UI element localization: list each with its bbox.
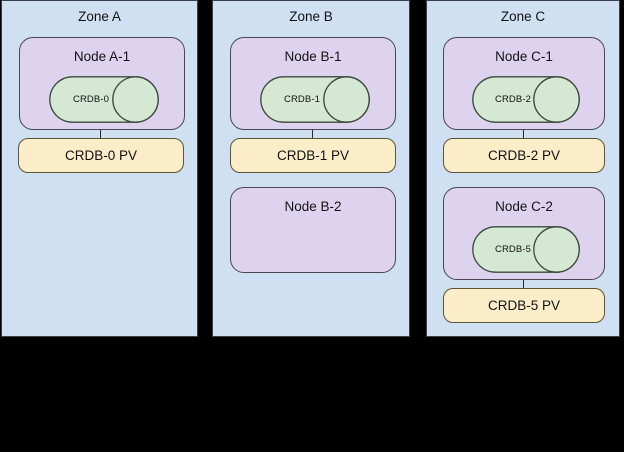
node-box-c-1: Node C-1 CRDB-2 bbox=[443, 37, 605, 130]
node-title-a-1: Node A-1 bbox=[73, 49, 131, 64]
zone-panel-a: Zone A Node A-1 CRDB-0 CRDB-0 PV bbox=[1, 0, 198, 337]
node-title-c-2: Node C-2 bbox=[495, 199, 553, 214]
pv-box-crdb-0-pv: CRDB-0 PV bbox=[18, 138, 184, 173]
node-title-b-2: Node B-2 bbox=[284, 199, 342, 214]
node-box-c-2: Node C-2 CRDB-5 bbox=[443, 187, 605, 280]
zone-title-a: Zone A bbox=[78, 9, 121, 24]
node-title-b-1: Node B-1 bbox=[284, 49, 342, 64]
node-box-b-2: Node B-2 bbox=[230, 187, 396, 273]
pv-box-crdb-2-pv: CRDB-2 PV bbox=[443, 138, 605, 173]
database-pod-crdb-0: CRDB-0 bbox=[49, 76, 159, 123]
node-box-b-1: Node B-1 CRDB-1 bbox=[230, 37, 396, 130]
connector-node-c-1-to-pv bbox=[523, 130, 525, 138]
node-title-c-1: Node C-1 bbox=[495, 49, 553, 64]
connector-node-a-1-to-pv bbox=[100, 130, 102, 138]
database-pod-crdb-2: CRDB-2 bbox=[472, 76, 580, 123]
pv-box-crdb-5-pv: CRDB-5 PV bbox=[443, 288, 605, 323]
database-pod-crdb-1: CRDB-1 bbox=[260, 76, 370, 123]
connector-node-c-2-to-pv bbox=[523, 280, 525, 288]
database-pod-crdb-5: CRDB-5 bbox=[472, 226, 580, 273]
connector-node-b-1-to-pv bbox=[312, 130, 314, 138]
zone-title-b: Zone B bbox=[289, 9, 333, 24]
zone-panel-c: Zone C Node C-1 CRDB-2 CRDB-2 PV Node C-… bbox=[426, 0, 620, 337]
zone-title-c: Zone C bbox=[500, 9, 546, 24]
node-box-a-1: Node A-1 CRDB-0 bbox=[19, 37, 185, 130]
zone-panel-b: Zone B Node B-1 CRDB-1 CRDB-1 PV Node B-… bbox=[212, 0, 410, 337]
pv-box-crdb-1-pv: CRDB-1 PV bbox=[230, 138, 396, 173]
